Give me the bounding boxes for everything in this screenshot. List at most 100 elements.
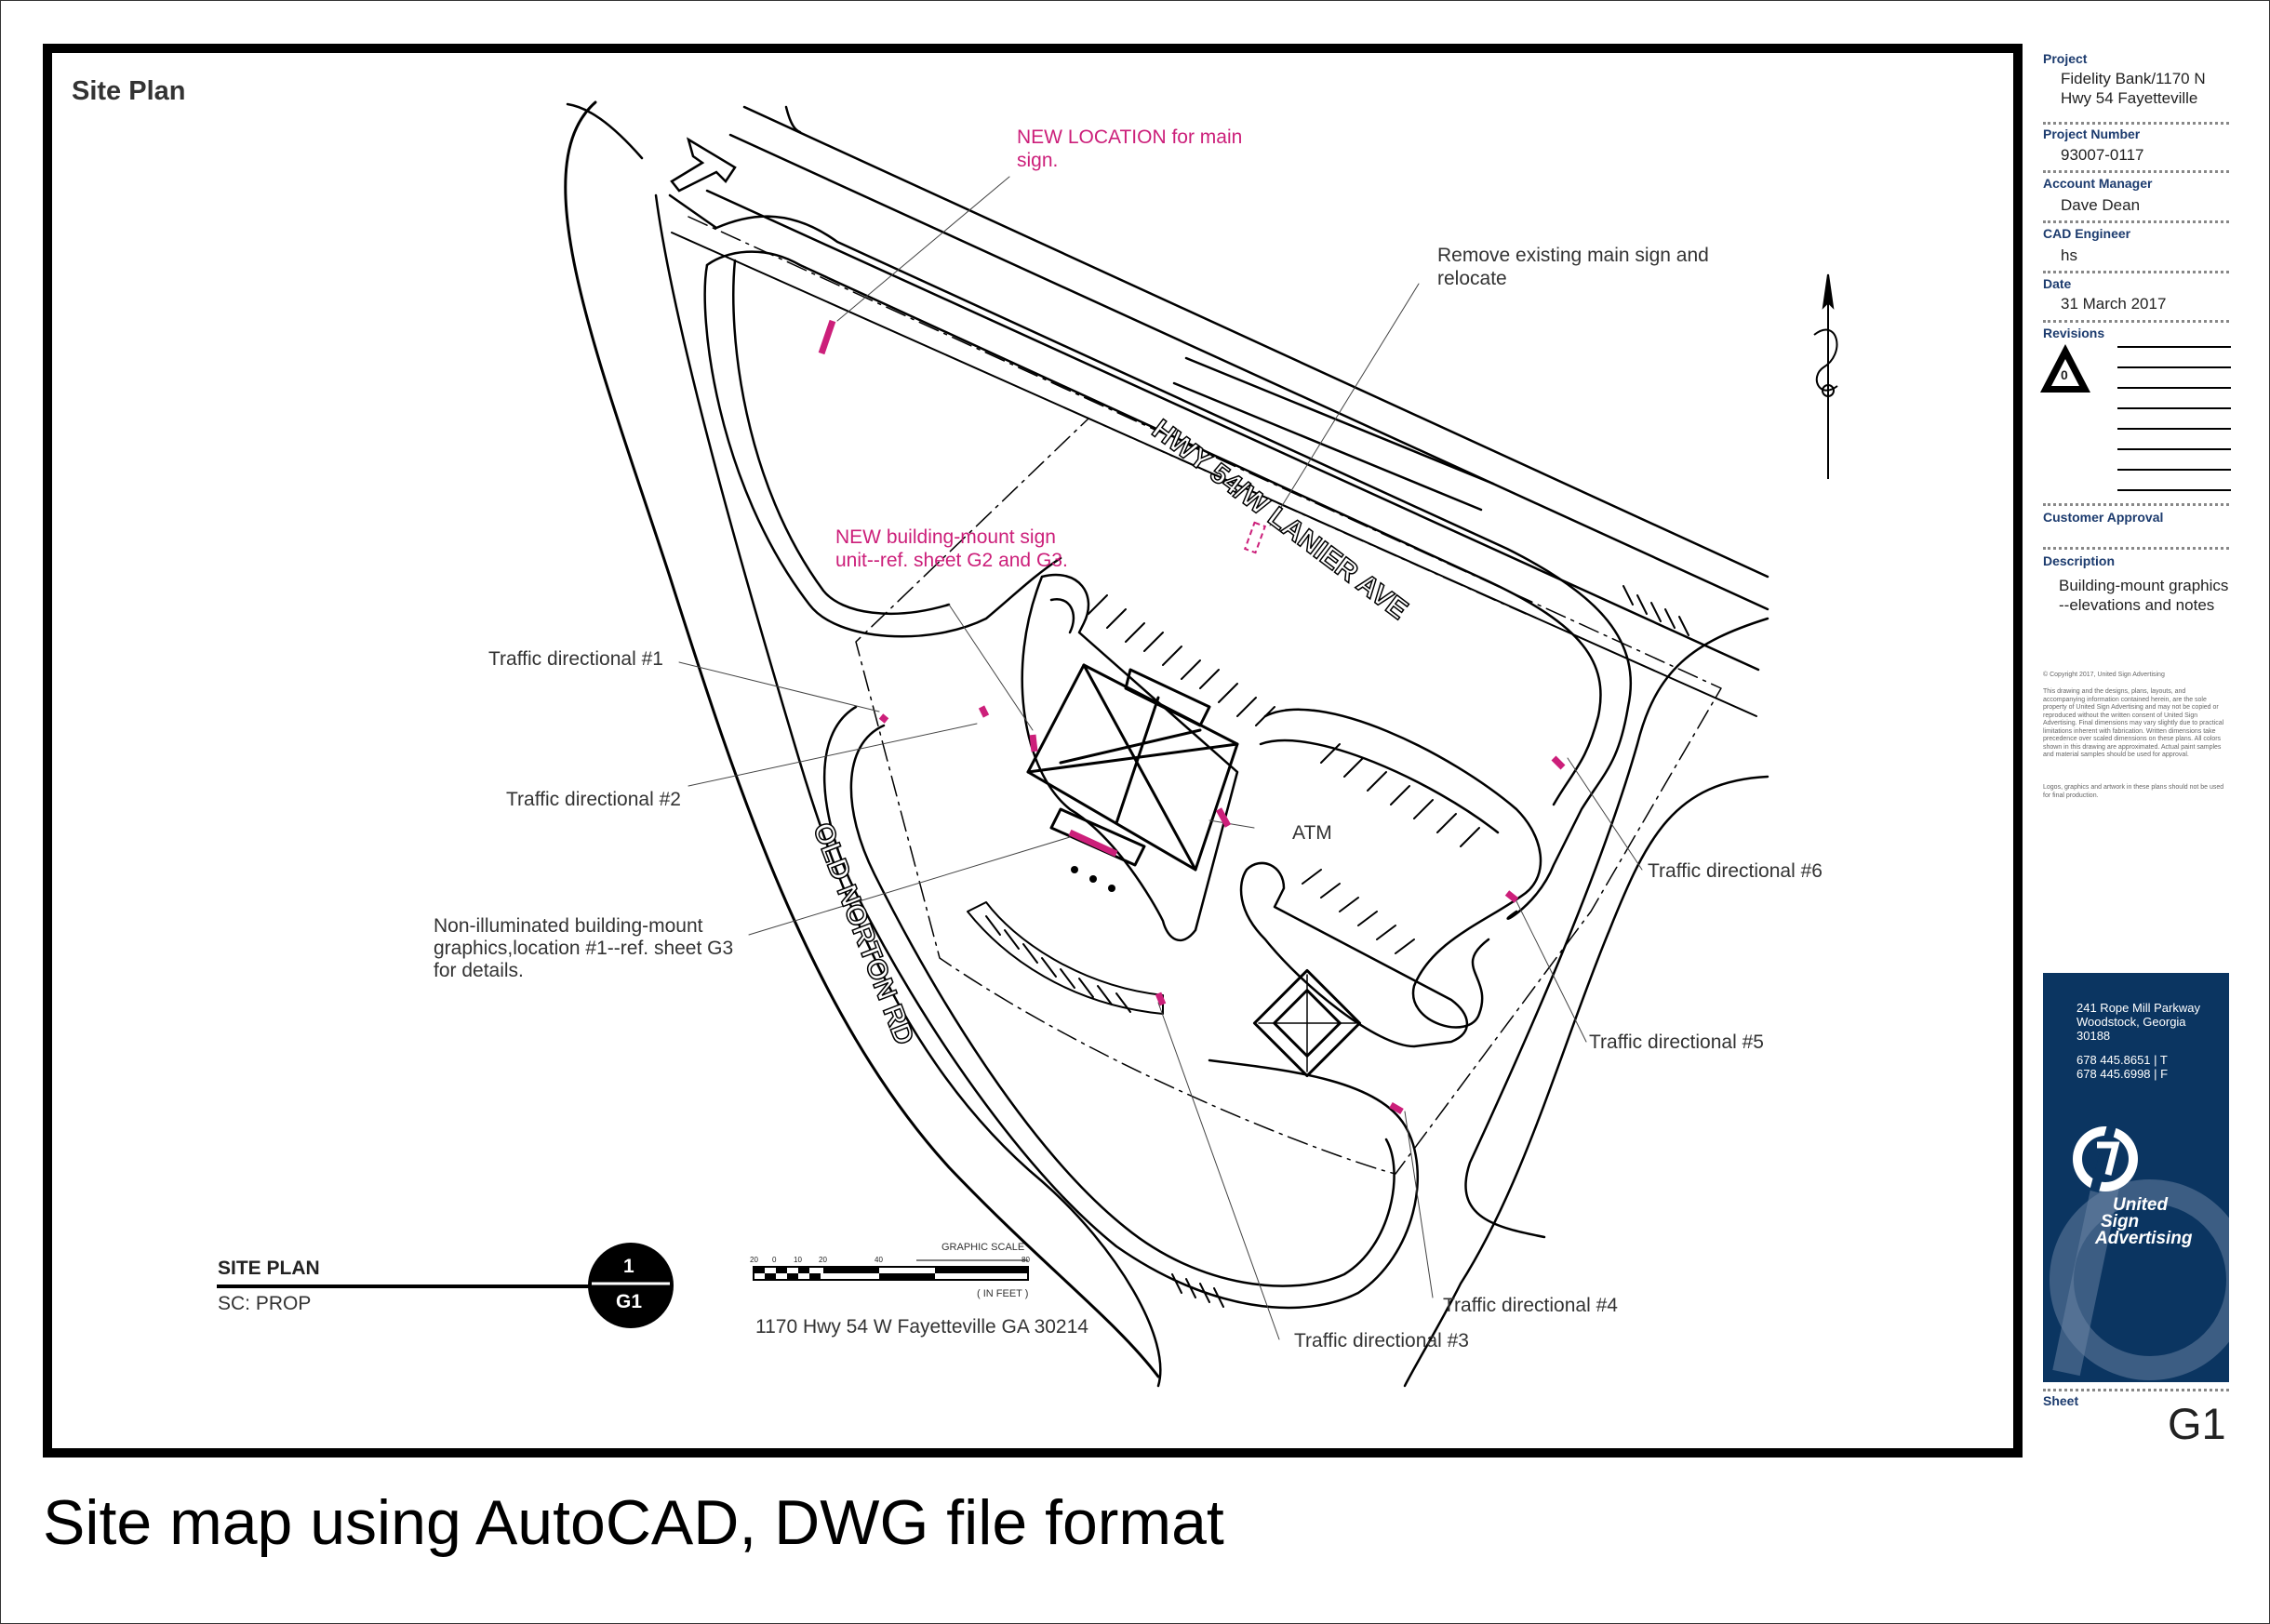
traffic-directional-6-label: Traffic directional #6 [1648, 860, 1823, 882]
north-arrow-icon [1813, 273, 1838, 479]
account-manager-value: Dave Dean [2061, 196, 2141, 214]
building [1026, 663, 1239, 872]
copyright-note: © Copyright 2017, United Sign Advertisin… [2043, 672, 2165, 678]
bubble-bottom-sheet: G1 [616, 1291, 643, 1312]
east-road-curb-1 [1464, 617, 1769, 1239]
entrance-sign-marker [1068, 829, 1118, 858]
traffic-directional-1-marker [878, 713, 889, 724]
magenta-sign-markers [818, 319, 1566, 1115]
stripes-west [985, 915, 1131, 1013]
divider [2043, 320, 2229, 323]
traffic-directional-6-marker [1551, 755, 1566, 770]
traffic-directional-3-label: Traffic directional #3 [1294, 1330, 1469, 1351]
company-name: Sign [2101, 1212, 2140, 1231]
atm-dumpster [1252, 968, 1362, 1078]
traffic-directional-5-marker [1504, 890, 1519, 903]
new-location-annotation: NEW LOCATION for main sign. [1017, 126, 1243, 171]
south-island [1239, 861, 1469, 1048]
graphic-scale-units: ( IN FEET ) [977, 1288, 1029, 1299]
highway-edge-1 [742, 105, 1769, 579]
west-island-outer [703, 263, 1062, 638]
disclaimer-note: This drawing and the designs, plans, lay… [2043, 688, 2224, 758]
new-main-sign-marker [818, 319, 836, 355]
traffic-directional-4-marker [1389, 1101, 1404, 1115]
legend-title: SITE PLAN [218, 1258, 320, 1279]
old-sign-marker [1243, 521, 1267, 554]
revision-lines [2117, 346, 2231, 495]
bubble-top-number: 1 [623, 1256, 634, 1277]
company-address-line: 241 Rope Mill Parkway [2076, 1001, 2200, 1015]
customer-approval-label: Customer Approval [2043, 510, 2164, 525]
site-address: 1170 Hwy 54 W Fayetteville GA 30214 [755, 1316, 1088, 1338]
highway-curb-left [566, 102, 644, 160]
parking-row-west [967, 901, 1164, 1015]
cad-engineer-label: CAD Engineer [2043, 226, 2131, 241]
sheet-bubble [588, 1243, 674, 1328]
legend-scale: SC: PROP [218, 1293, 312, 1314]
traffic-directional-2-marker [978, 705, 990, 718]
stripes-north [1088, 594, 1275, 726]
scale-tick-label: 20 [750, 1256, 758, 1264]
remove-existing-annotation: Remove existing main sign and relocate [1437, 245, 1709, 289]
divider [2043, 170, 2229, 173]
traffic-directional-4-label: Traffic directional #4 [1443, 1295, 1618, 1316]
cad-engineer-value: hs [2061, 246, 2077, 264]
project-number-label: Project Number [2043, 126, 2141, 141]
caption: Site map using AutoCAD, DWG file format [43, 1487, 1224, 1558]
graphic-scale-title: GRAPHIC SCALE [941, 1242, 1025, 1253]
revision-number: 0 [2061, 367, 2068, 382]
description-value: Building-mount graphics [2059, 577, 2229, 594]
non-illuminated-annotation: Non-illuminated building-mount graphics,… [434, 915, 734, 981]
hatch-se [1622, 585, 1689, 636]
highway-edge-3 [705, 189, 1760, 672]
highway-curb-right [784, 105, 802, 134]
old-norton-road-left [564, 100, 1160, 1378]
account-manager-label: Account Manager [2043, 176, 2153, 191]
sheet-title: Site Plan [72, 76, 186, 106]
company-name: United [2113, 1195, 2169, 1215]
company-fax: 678 445.6998 | F [2076, 1067, 2169, 1081]
traffic-directional-3-marker [1155, 992, 1167, 1006]
divider [2043, 271, 2229, 273]
old-norton-road-right [654, 193, 1162, 1388]
graphic-scale-bar [753, 1259, 1029, 1281]
logos-note: Logos, graphics and artwork in these pla… [2043, 784, 2224, 799]
handicap-stalls [1071, 866, 1115, 892]
north-island-outer [668, 193, 1633, 920]
divider [2043, 503, 2229, 506]
revision-triangle-icon [2040, 344, 2090, 393]
united-sign-logo-icon [2050, 1120, 2229, 1380]
site-plan-drawing [217, 100, 1838, 1388]
divider [2043, 122, 2229, 125]
stripes-south [1302, 869, 1415, 954]
scale-tick-label: 80 [1022, 1256, 1030, 1264]
divider [2043, 547, 2229, 550]
drive-aisle-loop-outer [823, 705, 1419, 1310]
building-sign-marker [1029, 734, 1038, 752]
drawing-frame [43, 44, 2023, 1458]
north-island-inner [705, 250, 1602, 806]
highway-edge-2 [728, 133, 1769, 611]
leader-lines [678, 176, 1643, 1340]
sheet-label: Sheet [2043, 1393, 2079, 1408]
company-panel: 241 Rope Mill Parkway Woodstock, Georgia… [2043, 973, 2229, 1382]
project-value: Fidelity Bank/1170 N [2061, 70, 2206, 87]
hatch-sw [1171, 1273, 1224, 1308]
east-road-curb-2 [1403, 775, 1769, 1388]
description-label: Description [2043, 553, 2116, 568]
project-number-value: 93007-0117 [2061, 146, 2144, 164]
east-island-inner [1259, 739, 1500, 834]
scale-tick-label: 20 [819, 1256, 827, 1264]
east-island-outer [1263, 708, 1542, 1029]
scale-tick-label: 10 [794, 1256, 802, 1264]
new-building-mount-annotation: NEW building-mount sign unit--ref. sheet… [835, 526, 1068, 571]
date-value: 31 March 2017 [2061, 295, 2167, 313]
revisions-label: Revisions [2043, 326, 2105, 340]
stripes-east [1320, 743, 1480, 847]
site-plan-legend [217, 1243, 674, 1328]
company-name: Advertising [2095, 1229, 2193, 1248]
property-line [688, 216, 1722, 1175]
entrance-arrow-icon [670, 137, 737, 193]
traffic-directional-1-label: Traffic directional #1 [488, 648, 663, 670]
company-address-line: 30188 [2076, 1029, 2111, 1043]
